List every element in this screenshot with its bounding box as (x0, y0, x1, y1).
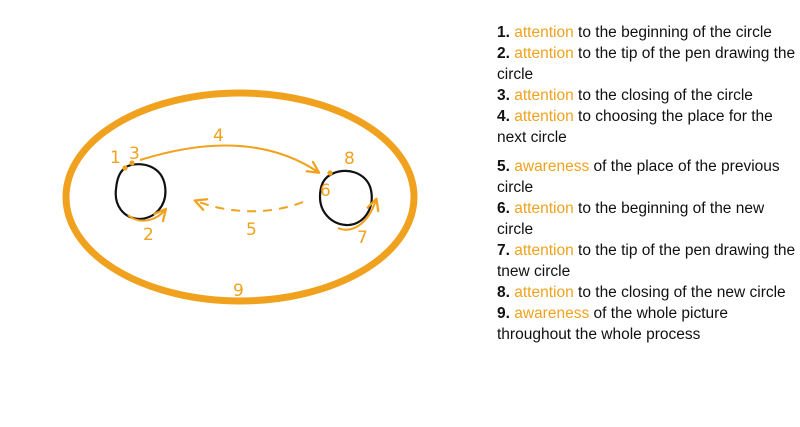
legend-keyword: awareness (514, 305, 590, 322)
first-circle (114, 163, 167, 221)
arrow-7 (337, 197, 380, 231)
label-9: 9 (233, 281, 244, 301)
label-1: 1 (110, 148, 121, 168)
legend-text: to the closing of the circle (573, 87, 753, 104)
label-5: 5 (246, 220, 257, 240)
legend-number: 8. (497, 284, 510, 301)
legend-keyword: awareness (514, 158, 590, 175)
legend-keyword: attention (514, 242, 574, 259)
legend-keyword: attention (514, 87, 574, 104)
arrow-4 (139, 144, 321, 174)
label-7: 7 (357, 228, 368, 248)
legend-number: 4. (497, 108, 510, 125)
legend-text: to the closing of the new circle (573, 284, 786, 301)
legend-number: 9. (497, 305, 510, 322)
legend-number: 3. (497, 87, 510, 104)
legend-text: to the tip of the pen drawing the circle (497, 45, 796, 83)
closing-dot-3 (129, 160, 135, 166)
start-dot-6 (327, 170, 333, 176)
legend-number: 2. (497, 45, 510, 62)
legend-number: 6. (497, 200, 510, 217)
label-3: 3 (129, 144, 140, 164)
legend-text: of the place of the previous circle (497, 158, 780, 196)
legend-keyword: attention (514, 45, 574, 62)
legend-item-5: 5. awareness of the place of the previou… (497, 156, 797, 198)
legend-text: to the beginning of the new circle (497, 200, 765, 238)
legend-text: to choosing the place for the next circl… (497, 108, 773, 146)
legend-keyword: attention (514, 284, 574, 301)
legend-item-2: 2. attention to the tip of the pen drawi… (497, 43, 797, 85)
start-dot-1 (122, 165, 128, 171)
label-6: 6 (320, 181, 331, 201)
legend-item-8: 8. attention to the closing of the new c… (497, 282, 797, 303)
legend-number: 1. (497, 24, 510, 41)
legend-keyword: attention (514, 108, 574, 125)
label-2: 2 (143, 225, 154, 245)
legend-item-7: 7. attention to the tip of the pen drawi… (497, 240, 797, 282)
awareness-diagram: 1 3 4 8 6 2 5 7 9 (62, 89, 418, 305)
legend-keyword: attention (514, 200, 574, 217)
legend-item-1: 1. attention to the beginning of the cir… (497, 22, 797, 43)
legend-text: to the tip of the pen drawing the tnew c… (497, 242, 796, 280)
whole-picture-ellipse (62, 89, 418, 305)
legend-item-4: 4. attention to choosing the place for t… (497, 106, 797, 148)
legend-list: 1. attention to the beginning of the cir… (497, 22, 797, 345)
arrow-2 (127, 207, 168, 223)
legend-number: 7. (497, 242, 510, 259)
label-8: 8 (344, 149, 355, 169)
legend-item-3: 3. attention to the closing of the circl… (497, 85, 797, 106)
legend-number: 5. (497, 158, 510, 175)
legend-keyword: attention (514, 24, 574, 41)
label-4: 4 (213, 126, 224, 146)
arrow-5-dashed (193, 198, 304, 213)
legend-text: of the whole picture throughout the whol… (497, 305, 728, 343)
legend-item-9: 9. awareness of the whole picture throug… (497, 303, 797, 345)
legend-text: to the beginning of the circle (573, 24, 772, 41)
second-circle (318, 169, 373, 227)
legend-item-6: 6. attention to the beginning of the new… (497, 198, 797, 240)
